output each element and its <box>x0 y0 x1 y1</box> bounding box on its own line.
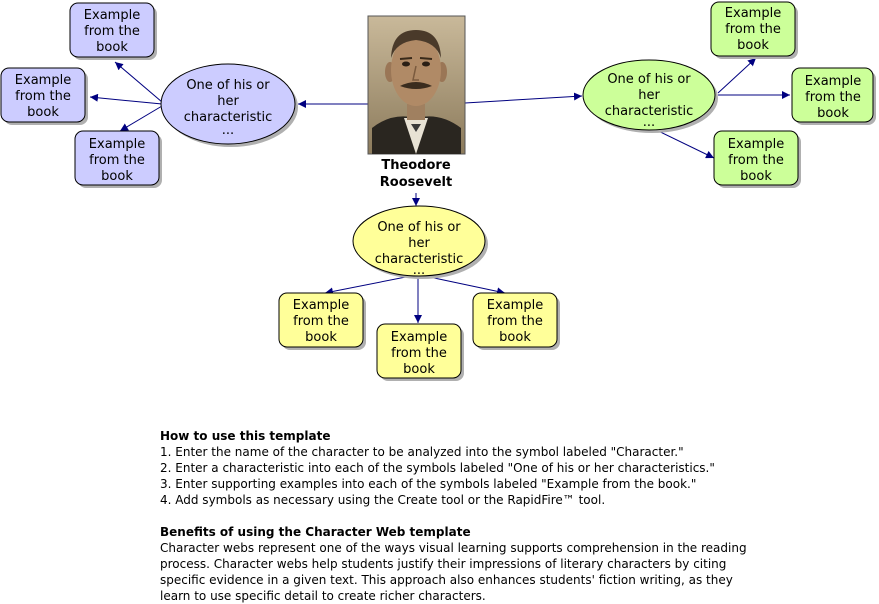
example-text: Example <box>728 137 784 152</box>
step-item: 2. Enter a characteristic into each of t… <box>160 461 715 475</box>
example-text: book <box>96 40 128 55</box>
example-text: book <box>740 169 772 184</box>
example-text: Example <box>15 73 71 88</box>
how-to-title: How to use this template <box>160 429 331 443</box>
example-text: from the <box>89 153 145 168</box>
example-node-right-3[interactable]: Example from the book <box>713 130 801 188</box>
cluster-left: One of his or her characteristic ... Exa… <box>0 2 298 188</box>
characteristic-node-left[interactable]: One of his or her characteristic ... <box>160 63 298 147</box>
example-text: Example <box>293 298 349 313</box>
characteristic-text: One of his or <box>377 220 461 235</box>
example-text: from the <box>487 314 543 329</box>
example-text: from the <box>15 89 71 104</box>
characteristic-node-right[interactable]: One of his or her characteristic ... <box>582 59 718 133</box>
character-web-diagram: Theodore Roosevelt One of his or her cha… <box>0 1 876 381</box>
characteristic-text: her <box>408 236 430 251</box>
step-item: 1. Enter the name of the character to be… <box>160 445 684 459</box>
arrow-center-to-right <box>464 92 583 104</box>
center-character[interactable]: Theodore Roosevelt <box>367 15 466 190</box>
example-text: book <box>403 362 435 377</box>
benefits-line: specific evidence in a given text. This … <box>160 573 733 587</box>
characteristic-text: One of his or <box>607 72 691 87</box>
arrow-left-to-ex3 <box>119 105 163 132</box>
example-text: from the <box>805 90 861 105</box>
example-node-bottom-1[interactable]: Example from the book <box>278 292 366 350</box>
benefits-line: process. Character webs help students ju… <box>160 557 727 571</box>
example-node-left-1[interactable]: Example from the book <box>69 2 157 60</box>
characteristic-text: characteristic <box>605 104 694 119</box>
benefits-line: Character webs represent one of the ways… <box>160 541 747 555</box>
example-node-bottom-3[interactable]: Example from the book <box>472 292 560 350</box>
characteristic-text: ... <box>413 263 425 278</box>
characteristic-text: characteristic <box>184 110 273 125</box>
example-text: book <box>817 106 849 121</box>
benefits-line: learn to use specific detail to create r… <box>160 589 486 603</box>
characteristic-node-bottom[interactable]: One of his or her characteristic ... <box>352 205 488 279</box>
arrow-bottom-to-ex1 <box>324 274 417 296</box>
cluster-right: One of his or her characteristic ... Exa… <box>582 1 876 188</box>
benefits-title: Benefits of using the Character Web temp… <box>160 525 471 539</box>
characteristic-text: ... <box>222 123 234 138</box>
arrow-left-to-ex1 <box>114 61 163 103</box>
example-node-left-3[interactable]: Example from the book <box>74 130 162 188</box>
example-text: Example <box>391 330 447 345</box>
example-text: Example <box>805 74 861 89</box>
example-node-left-2[interactable]: Example from the book <box>0 67 88 125</box>
instructions-panel: How to use this template 1. Enter the na… <box>160 428 780 604</box>
example-text: book <box>499 330 531 345</box>
example-node-bottom-2[interactable]: Example from the book <box>376 323 464 381</box>
example-text: book <box>737 38 769 53</box>
spacer <box>160 508 780 524</box>
example-text: from the <box>728 153 784 168</box>
step-item: 4. Add symbols as necessary using the Cr… <box>160 493 606 507</box>
characteristic-text: characteristic <box>375 252 464 267</box>
example-text: Example <box>84 8 140 23</box>
character-name-line1: Theodore <box>381 158 451 173</box>
portrait-photo <box>372 30 461 154</box>
arrow-right-to-ex1 <box>717 57 757 94</box>
example-node-right-1[interactable]: Example from the book <box>710 1 798 59</box>
example-text: Example <box>89 137 145 152</box>
character-name-line2: Roosevelt <box>380 175 452 190</box>
example-text: from the <box>725 22 781 37</box>
example-text: from the <box>293 314 349 329</box>
characteristic-text: her <box>638 88 660 103</box>
steps-list: 1. Enter the name of the character to be… <box>160 444 780 508</box>
cluster-bottom: One of his or her characteristic ... Exa… <box>278 205 560 381</box>
example-text: from the <box>84 24 140 39</box>
example-text: Example <box>725 6 781 21</box>
example-node-right-2[interactable]: Example from the book <box>791 67 876 125</box>
example-text: Example <box>487 298 543 313</box>
example-text: book <box>305 330 337 345</box>
step-item: 3. Enter supporting examples into each o… <box>160 477 697 491</box>
characteristic-text: ... <box>643 115 655 130</box>
example-text: book <box>27 105 59 120</box>
arrow-left-to-ex2 <box>89 93 163 105</box>
characteristic-text: One of his or <box>186 78 270 93</box>
example-text: from the <box>391 346 447 361</box>
characteristic-text: her <box>217 94 239 109</box>
example-text: book <box>101 169 133 184</box>
